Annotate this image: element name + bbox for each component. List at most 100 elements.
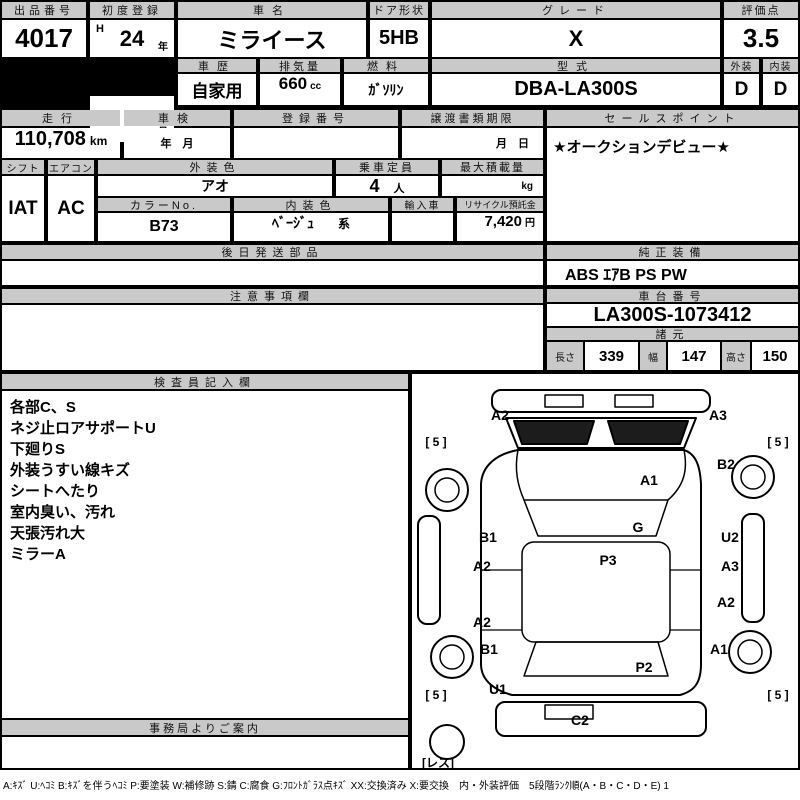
auction-number-value: 4017 (2, 20, 86, 57)
chassis-number-header: 車台番号 (547, 289, 798, 302)
transfer-deadline-value: 月 日 (402, 128, 543, 158)
diagram-label-U2: U2 (721, 529, 739, 545)
color-number-header: カラーNo. (98, 198, 230, 211)
front-bumper-detail-right (614, 394, 654, 408)
recycle-deposit-number: 7,420 (484, 213, 522, 230)
rear-left-tire (430, 635, 474, 679)
car-history-header: 車歴 (178, 59, 256, 72)
windshield (523, 499, 669, 537)
hood-line-left (515, 449, 525, 501)
import-value (392, 213, 453, 241)
license-plate (544, 704, 594, 720)
genuine-equipment-value: ABS ｴｱB PS PW (547, 261, 798, 285)
diagram-label-A2: A2 (491, 407, 509, 423)
interior-color-header: 内装色 (234, 198, 388, 211)
mileage-unit: km (89, 134, 108, 148)
capacity-value: 4 人 (336, 176, 438, 196)
grade-value: X (432, 20, 720, 57)
inspector-note-line: 外装うすい線キズ (10, 462, 131, 479)
displacement-unit: cc (310, 81, 322, 92)
max-load-header: 最大積載量 (442, 160, 543, 174)
registration-number-header: 登録番号 (234, 110, 398, 126)
recycle-deposit-header: リサイクル預託金 (457, 198, 543, 211)
inspection-value: 年 月 (124, 128, 230, 158)
left-sill (417, 515, 441, 625)
score-value: 3.5 (724, 20, 798, 57)
sheet-grid: 出品番号 4017 初度登録 H 24 年 3 月 車名 ミライース ドア形状 … (0, 0, 800, 770)
diagram-label-5: [ 5 ] (425, 688, 446, 702)
color-number-value: B73 (98, 213, 230, 241)
genuine-equipment-header: 純正装備 (547, 245, 798, 259)
model-code-header: 型式 (432, 59, 720, 72)
spare-tire (429, 724, 465, 760)
front-bumper-detail-left (544, 394, 584, 408)
rear-right-rim (737, 639, 763, 665)
chassis-number-value: LA300S-1073412 (547, 304, 798, 326)
inspector-note-line: 下廻りS (10, 441, 66, 458)
right-sill (741, 513, 765, 623)
height-value: 150 (752, 342, 798, 370)
diagram-label-A1: A1 (640, 472, 658, 488)
height-label: 高さ (722, 342, 750, 370)
diagram-label-P3: P3 (599, 552, 616, 568)
diagram-label-C2: C2 (571, 712, 589, 728)
door-shape-value: 5HB (370, 20, 428, 57)
model-code-value: DBA-LA300S (432, 74, 720, 105)
length-value: 339 (585, 342, 638, 370)
front-left-rim (434, 477, 460, 503)
inspector-note-line: ネジ止ロアサポートU (10, 420, 156, 437)
aircon-header: エアコン (48, 160, 94, 174)
exterior-color-header: 外装色 (98, 160, 332, 174)
inspection-header: 車検 (124, 110, 230, 126)
door-shape-header: ドア形状 (370, 2, 428, 18)
transfer-deadline-header: 譲渡書類期限 (402, 110, 543, 126)
mileage-header: 走行 (2, 110, 120, 126)
car-name-header: 車名 (178, 2, 366, 18)
headlight-left (513, 420, 595, 445)
length-label: 長さ (547, 342, 583, 370)
capacity-header: 乗車定員 (336, 160, 438, 174)
front-panel (505, 417, 697, 449)
diagram-label-A3: A3 (721, 558, 739, 574)
diagram-label-U1: U1 (489, 681, 507, 697)
shift-value: IAT (2, 176, 44, 241)
aircon-value: AC (48, 176, 94, 241)
car-name-value: ミライース (178, 20, 366, 57)
office-info-value (2, 737, 408, 768)
headlight-right (607, 420, 689, 445)
front-left-tire (425, 468, 469, 512)
later-parts-header: 後日発送部品 (2, 245, 543, 259)
score-header: 評価点 (724, 2, 798, 18)
interior-color-suffix: 系 (337, 217, 350, 231)
mileage-value: 110,708 km (2, 128, 120, 158)
diagram-label-B1: B1 (480, 641, 498, 657)
inspector-note-line: 天張汚れ大 (10, 525, 86, 542)
door-lines (481, 569, 701, 631)
first-registration-header: 初度登録 (90, 2, 174, 18)
import-header: 輸入車 (392, 198, 453, 211)
hood-line-right (667, 449, 687, 501)
interior-grade-header: 内装 (763, 59, 798, 72)
registration-year-value: 24 (119, 25, 145, 51)
max-load-value: kg (442, 176, 543, 196)
car-history-value: 自家用 (178, 74, 256, 105)
rear-right-tire (728, 630, 772, 674)
diagram-label-A2: A2 (473, 558, 491, 574)
diagram-label-A1: A1 (710, 641, 728, 657)
displacement-number: 660 (278, 74, 308, 93)
diagram-label-P2: P2 (635, 659, 652, 675)
diagram-label-A2: A2 (473, 614, 491, 630)
diagram-label-A2: A2 (717, 594, 735, 610)
sales-point-header: セールスポイント (547, 110, 798, 126)
rear-bumper (495, 701, 707, 737)
diagram-label-G: G (633, 519, 644, 535)
exterior-grade-header: 外装 (724, 59, 759, 72)
damage-code-legend: A:ｷｽﾞ U:ﾍｺﾐ B:ｷｽﾞを伴うﾍｺﾐ P:要塗装 W:補修跡 S:錆 … (0, 770, 800, 800)
interior-color-value: ﾍﾞｰｼﾞｭ 系 (234, 213, 388, 241)
auction-number-header: 出品番号 (2, 2, 86, 18)
interior-color-name: ﾍﾞｰｼﾞｭ (271, 215, 314, 231)
caution-value (2, 305, 543, 370)
first-registration-year: H 24 年 (90, 20, 174, 57)
